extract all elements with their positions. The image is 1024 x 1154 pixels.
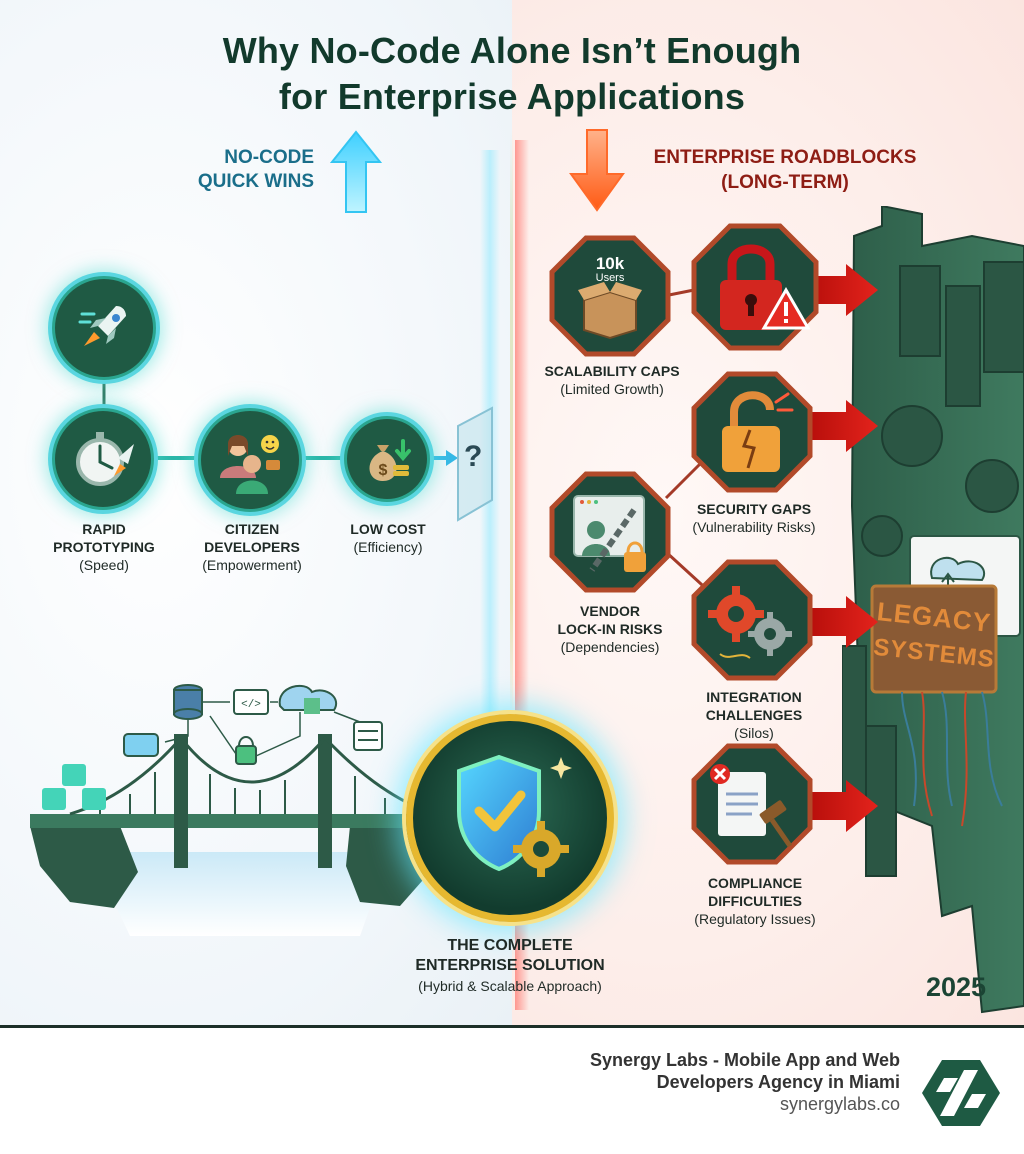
- rapid-prototyping-title-1: RAPID: [82, 521, 126, 537]
- rapid-prototyping-title-2: PROTOTYPING: [53, 539, 155, 555]
- footer-url[interactable]: synergylabs.co: [779, 1094, 900, 1114]
- citizen-developers-title-1: CITIZEN: [224, 521, 280, 537]
- security-subtitle: (Vulnerability Risks): [692, 519, 816, 535]
- people-icon: [220, 435, 280, 494]
- rapid-prototyping-node: [52, 408, 154, 510]
- right-heading-line-2: (LONG-TERM): [721, 172, 849, 193]
- security-octagon: [691, 371, 813, 493]
- legacy-systems-wall: [842, 206, 1024, 1014]
- integration-octagon: [691, 559, 813, 681]
- rocket-node: [52, 276, 156, 380]
- integration-title-2: CHALLENGES: [705, 707, 803, 723]
- security-title: SECURITY GAPS: [696, 501, 812, 517]
- left-heading-line-2: QUICK WINS: [197, 171, 314, 192]
- left-heading-line-1: NO-CODE: [224, 147, 314, 168]
- solution-title-2: ENTERPRISE SOLUTION: [415, 957, 605, 974]
- scalability-badge-line-1: 10k: [595, 254, 625, 273]
- citizen-developers-subtitle: (Empowerment): [202, 557, 302, 573]
- vendor-lockin-title-1: VENDOR: [580, 603, 640, 619]
- integration-label: INTEGRATION CHALLENGES (Silos): [676, 688, 832, 742]
- scalability-title: SCALABILITY CAPS: [544, 363, 680, 379]
- title-line-1: Why No-Code Alone Isn’t Enough: [222, 30, 802, 71]
- citizen-developers-node: [198, 408, 302, 512]
- lock-alert-octagon: [691, 223, 819, 351]
- center-divider: [510, 130, 513, 720]
- compliance-title-2: DIFFICULTIES: [708, 893, 802, 909]
- low-cost-subtitle: (Efficiency): [353, 539, 423, 555]
- rocket-icon: [78, 306, 126, 346]
- low-cost-title: LOW COST: [350, 521, 426, 537]
- low-cost-node: $: [344, 416, 430, 502]
- roadblock-arrows: [663, 264, 878, 832]
- vendor-lockin-title-2: LOCK-IN RISKS: [557, 621, 663, 637]
- footer: Synergy Labs - Mobile App and Web Develo…: [0, 1028, 1024, 1154]
- rapid-prototyping-subtitle: (Speed): [79, 557, 129, 573]
- question-panel-icon: [457, 406, 493, 522]
- solution-title-1: THE COMPLETE: [447, 937, 573, 954]
- integration-title-1: INTEGRATION: [706, 689, 802, 705]
- vendor-lockin-label: VENDOR LOCK-IN RISKS (Dependencies): [530, 602, 690, 656]
- citizen-developers-title-2: DEVELOPERS: [204, 539, 300, 555]
- scalability-badge-line-2: Users: [595, 272, 625, 284]
- integration-subtitle: (Silos): [734, 725, 774, 741]
- title-line-2: for Enterprise Applications: [278, 76, 746, 117]
- up-arrow-icon: [329, 130, 383, 213]
- compliance-subtitle: (Regulatory Issues): [694, 911, 816, 927]
- scalability-subtitle: (Limited Growth): [560, 381, 664, 397]
- question-mark-glyph: ?: [464, 440, 483, 473]
- footer-divider: [0, 1025, 1024, 1028]
- security-label: SECURITY GAPS (Vulnerability Risks): [676, 500, 832, 536]
- solution-label: THE COMPLETE ENTERPRISE SOLUTION (Hybrid…: [360, 936, 660, 996]
- vendor-lockin-octagon: [549, 471, 671, 593]
- solution-badge: [406, 714, 614, 922]
- synergy-labs-logo-icon: [922, 1060, 1000, 1126]
- right-heading-line-1: ENTERPRISE ROADBLOCKS: [653, 147, 917, 168]
- solution-subtitle: (Hybrid & Scalable Approach): [418, 978, 602, 994]
- money-bag-icon: $: [369, 439, 411, 481]
- scalability-octagon: [549, 235, 671, 357]
- footer-company-line-2: Developers Agency in Miami: [656, 1072, 900, 1092]
- compliance-title-1: COMPLIANCE: [707, 875, 803, 891]
- compliance-label: COMPLIANCE DIFFICULTIES (Regulatory Issu…: [670, 874, 840, 928]
- citizen-developers-label: CITIZEN DEVELOPERS (Empowerment): [170, 520, 334, 574]
- footer-company-line-1: Synergy Labs - Mobile App and Web: [589, 1050, 900, 1070]
- vendor-lockin-subtitle: (Dependencies): [560, 639, 660, 655]
- compliance-octagon: [691, 743, 813, 865]
- rapid-prototyping-label: RAPID PROTOTYPING (Speed): [22, 520, 186, 574]
- svg-text:$: $: [379, 462, 388, 479]
- infographic: Why No-Code Alone Isn’t Enough for Enter…: [0, 0, 1024, 1025]
- stopwatch-rocket-icon: [76, 432, 134, 486]
- low-cost-label: LOW COST (Efficiency): [318, 520, 458, 556]
- shield-check-gear-icon: [457, 754, 572, 877]
- down-arrow-icon: [569, 129, 625, 212]
- scalability-label: SCALABILITY CAPS (Limited Growth): [530, 362, 694, 398]
- year-badge: 2025: [926, 972, 987, 1002]
- svg-text:</>: </>: [241, 699, 261, 711]
